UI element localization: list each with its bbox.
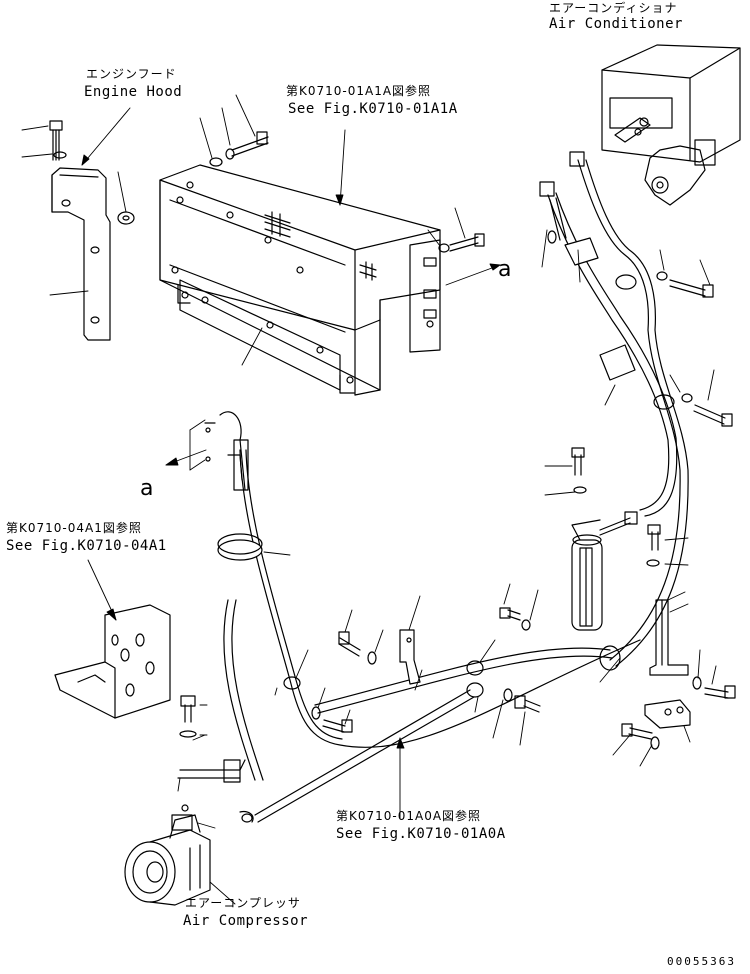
drawing-id: 00055363 <box>667 955 736 968</box>
bolts-washers <box>179 230 736 750</box>
leader-lines <box>21 94 717 905</box>
air-compressor-label-en: Air Compressor <box>183 913 308 929</box>
view-a-marker-lower: a <box>140 476 153 501</box>
air-conditioner-label-en: Air Conditioner <box>549 16 683 32</box>
air-compressor-label-jp: エアーコンプレッサ <box>185 896 301 910</box>
ref-04a1-label-jp: 第K0710-04A1図参照 <box>6 520 142 535</box>
text-labels: エアーコンディショナ Air Conditioner エンジンフード Engin… <box>6 0 736 968</box>
receiver-dryer <box>571 511 638 631</box>
engine-hood-label-jp: エンジンフード <box>86 67 177 81</box>
ref-a1a-label-jp: 第K0710-01A1A図参照 <box>286 83 431 98</box>
ref-a1a-label-en: See Fig.K0710-01A1A <box>288 101 458 117</box>
ref-a0a-label-jp: 第K0710-01A0A図参照 <box>336 808 481 823</box>
air-conditioner-label-jp: エアーコンディショナ <box>549 0 677 15</box>
air-compressor <box>124 804 211 906</box>
view-a-marker-upper: a <box>498 257 511 282</box>
engine-hood-bracket <box>49 120 135 341</box>
refrigerant-hoses <box>177 151 689 823</box>
ref-a0a-label-en: See Fig.K0710-01A0A <box>336 826 506 842</box>
mounting-bracket <box>644 599 691 729</box>
engine-hood-label-en: Engine Hood <box>84 84 182 100</box>
air-conditioner-unit <box>601 44 741 206</box>
ref-04a1-label-en: See Fig.K0710-04A1 <box>6 538 167 554</box>
condenser-frame <box>159 131 485 396</box>
plate-bracket <box>54 604 171 719</box>
